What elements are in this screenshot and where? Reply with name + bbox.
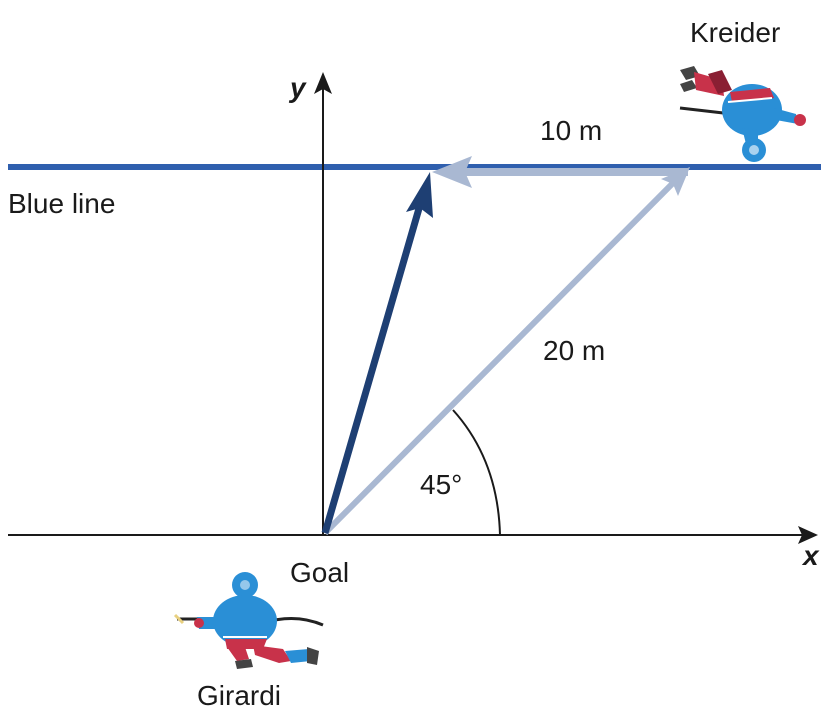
resultant-vector <box>321 204 424 534</box>
blue-line-label: Blue line <box>8 188 115 219</box>
girardi-label: Girardi <box>197 680 281 711</box>
kreider-label: Kreider <box>690 17 780 48</box>
vector-20m <box>322 177 679 536</box>
y-axis-label: y <box>288 72 307 103</box>
angle-label: 45° <box>420 469 462 500</box>
vector-10m-arrowhead <box>432 156 472 188</box>
dist-20m-label: 20 m <box>543 335 605 366</box>
y-axis-arrowhead <box>314 72 332 94</box>
girardi-player-icon <box>173 572 324 669</box>
x-axis-label: x <box>801 540 820 571</box>
dist-10m-label: 10 m <box>540 115 602 146</box>
resultant-vector-arrowhead <box>406 172 433 218</box>
angle-arc <box>452 409 501 536</box>
x-axis-arrowhead <box>798 526 818 544</box>
kreider-player-icon <box>679 66 806 162</box>
goal-label: Goal <box>290 557 349 588</box>
